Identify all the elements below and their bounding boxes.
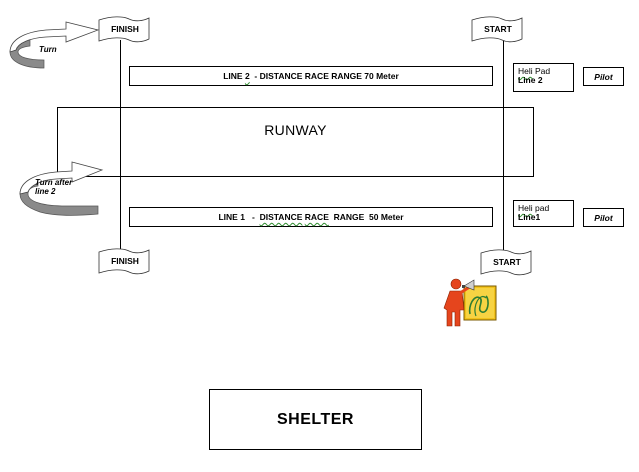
start-flag-top: START [470, 15, 526, 45]
line-1-label: LINE 1 - DISTANCE RACE RANGE 50 Meter [218, 212, 404, 222]
flag-icon [471, 16, 523, 43]
helipad-line-1: Heli pad Line1 [513, 200, 574, 227]
line-1-bar: LINE 1 - DISTANCE RACE RANGE 50 Meter [129, 207, 493, 227]
turn-arrow-icon [9, 21, 100, 69]
runway-label: RUNWAY [264, 122, 327, 138]
start-pole [503, 40, 504, 256]
start-flag-top-label: START [484, 24, 512, 34]
finish-flag-top: FINISH [97, 15, 153, 45]
flag-icon [98, 16, 150, 43]
finish-flag-top-label: FINISH [111, 24, 139, 34]
turn-label-top: Turn [39, 45, 57, 54]
pilot-line-2: Pilot [583, 67, 624, 86]
shelter: SHELTER [209, 389, 422, 450]
finish-flag-bottom: FINISH [97, 247, 153, 277]
person-with-megaphone-icon [443, 278, 497, 327]
flag-icon [480, 249, 532, 276]
pilot-line-1: Pilot [583, 208, 624, 227]
start-flag-bottom-label: START [493, 257, 521, 267]
turn-label-bottom: Turn after line 2 [35, 178, 73, 196]
line-2-label: LINE 2 - DISTANCE RACE RANGE 70 Meter [223, 71, 399, 81]
helipad-line-2: Heli Pad Line 2 [513, 63, 574, 92]
finish-flag-bottom-label: FINISH [111, 256, 139, 266]
turn-arrow-icon [19, 161, 104, 216]
line-2-bar: LINE 2 - DISTANCE RACE RANGE 70 Meter [129, 66, 493, 86]
start-flag-bottom: START [479, 248, 535, 278]
runway: RUNWAY [57, 107, 534, 177]
finish-pole [120, 40, 121, 256]
flag-icon [98, 248, 150, 275]
shelter-label: SHELTER [277, 410, 354, 428]
